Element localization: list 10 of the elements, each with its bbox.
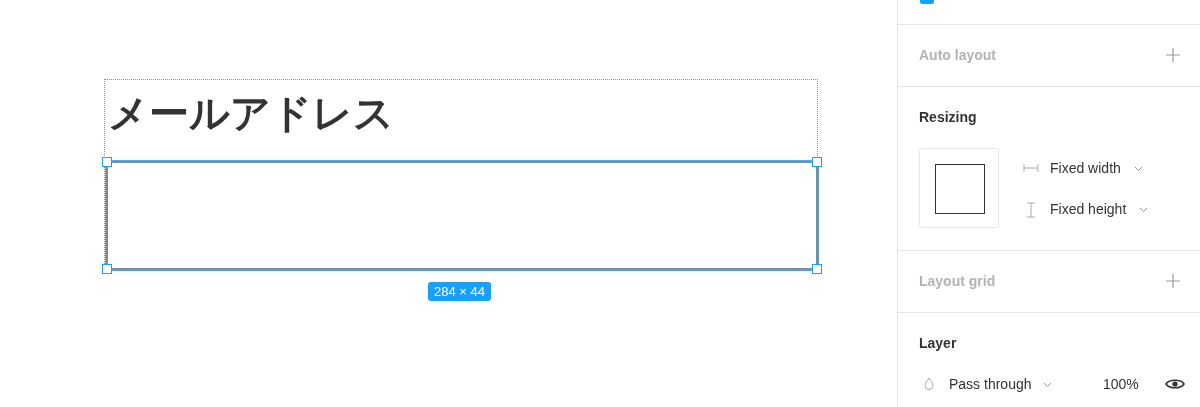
size-badge: 284 × 44 [428, 282, 491, 301]
opacity-value: 100% [1103, 376, 1139, 392]
dropdown-label: Pass through [949, 376, 1032, 392]
section-heading: Auto layout [919, 47, 996, 63]
section-heading: Resizing [919, 109, 977, 125]
section-heading: Layout grid [919, 273, 996, 289]
dropdown-label: Fixed height [1050, 201, 1127, 217]
field-label: メールアドレス [108, 89, 394, 138]
section-heading: Layer [919, 335, 957, 351]
dropdown-label: Fixed width [1050, 160, 1121, 176]
